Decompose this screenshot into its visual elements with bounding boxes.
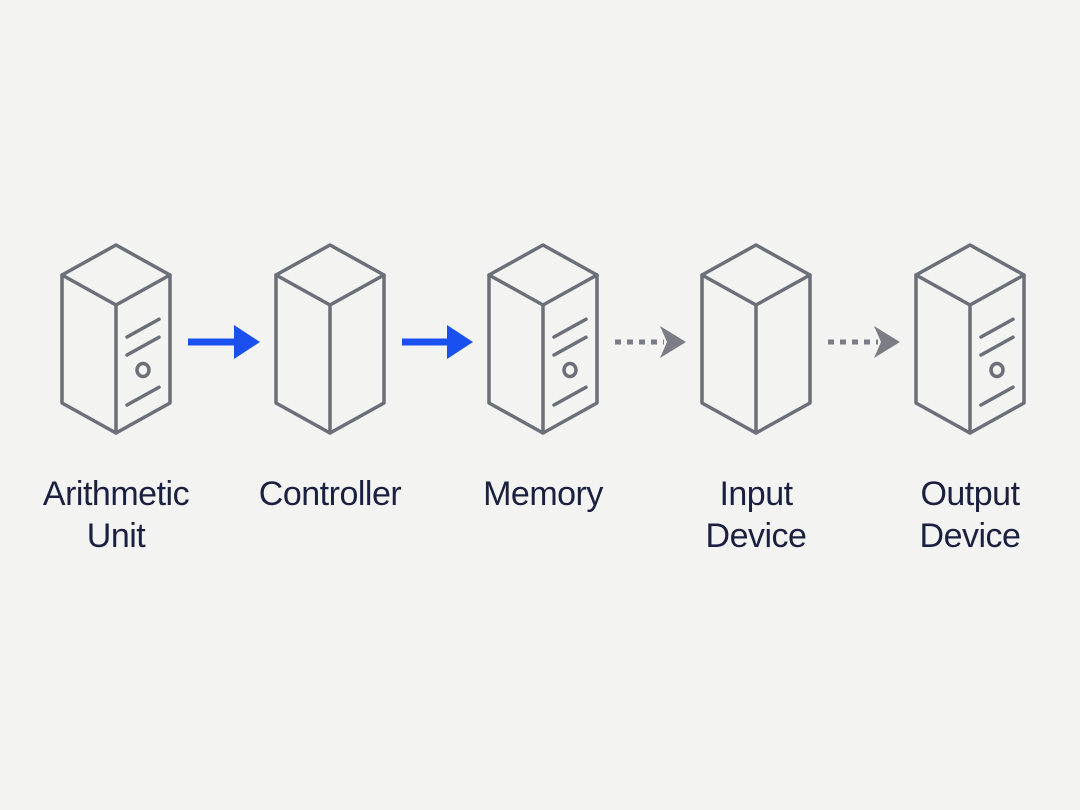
box-icon [274,243,386,435]
server-tower-icon [60,243,172,435]
node-label-line: Device [920,517,1021,555]
node-label-line: Unit [87,517,147,555]
node-memory: Memory [483,243,604,513]
node-label: Memory [483,475,603,513]
node-label-line: Output [920,475,1020,513]
server-tower-icon [487,243,599,435]
node-label-line: Arithmetic [43,475,190,513]
solid-arrow [188,325,260,359]
solid-arrow [402,325,473,359]
node-controller: Controller [259,243,402,513]
dotted-arrow [828,326,900,358]
node-label-line: Memory [483,475,603,513]
node-label: Controller [259,475,402,513]
server-tower-icon [914,243,1026,435]
node-label-line: Controller [259,475,402,513]
dotted-arrow [615,326,686,358]
node-label-line: Input [719,475,793,513]
box-icon [700,243,812,435]
node-label-line: Device [706,517,807,555]
edges [188,325,900,359]
